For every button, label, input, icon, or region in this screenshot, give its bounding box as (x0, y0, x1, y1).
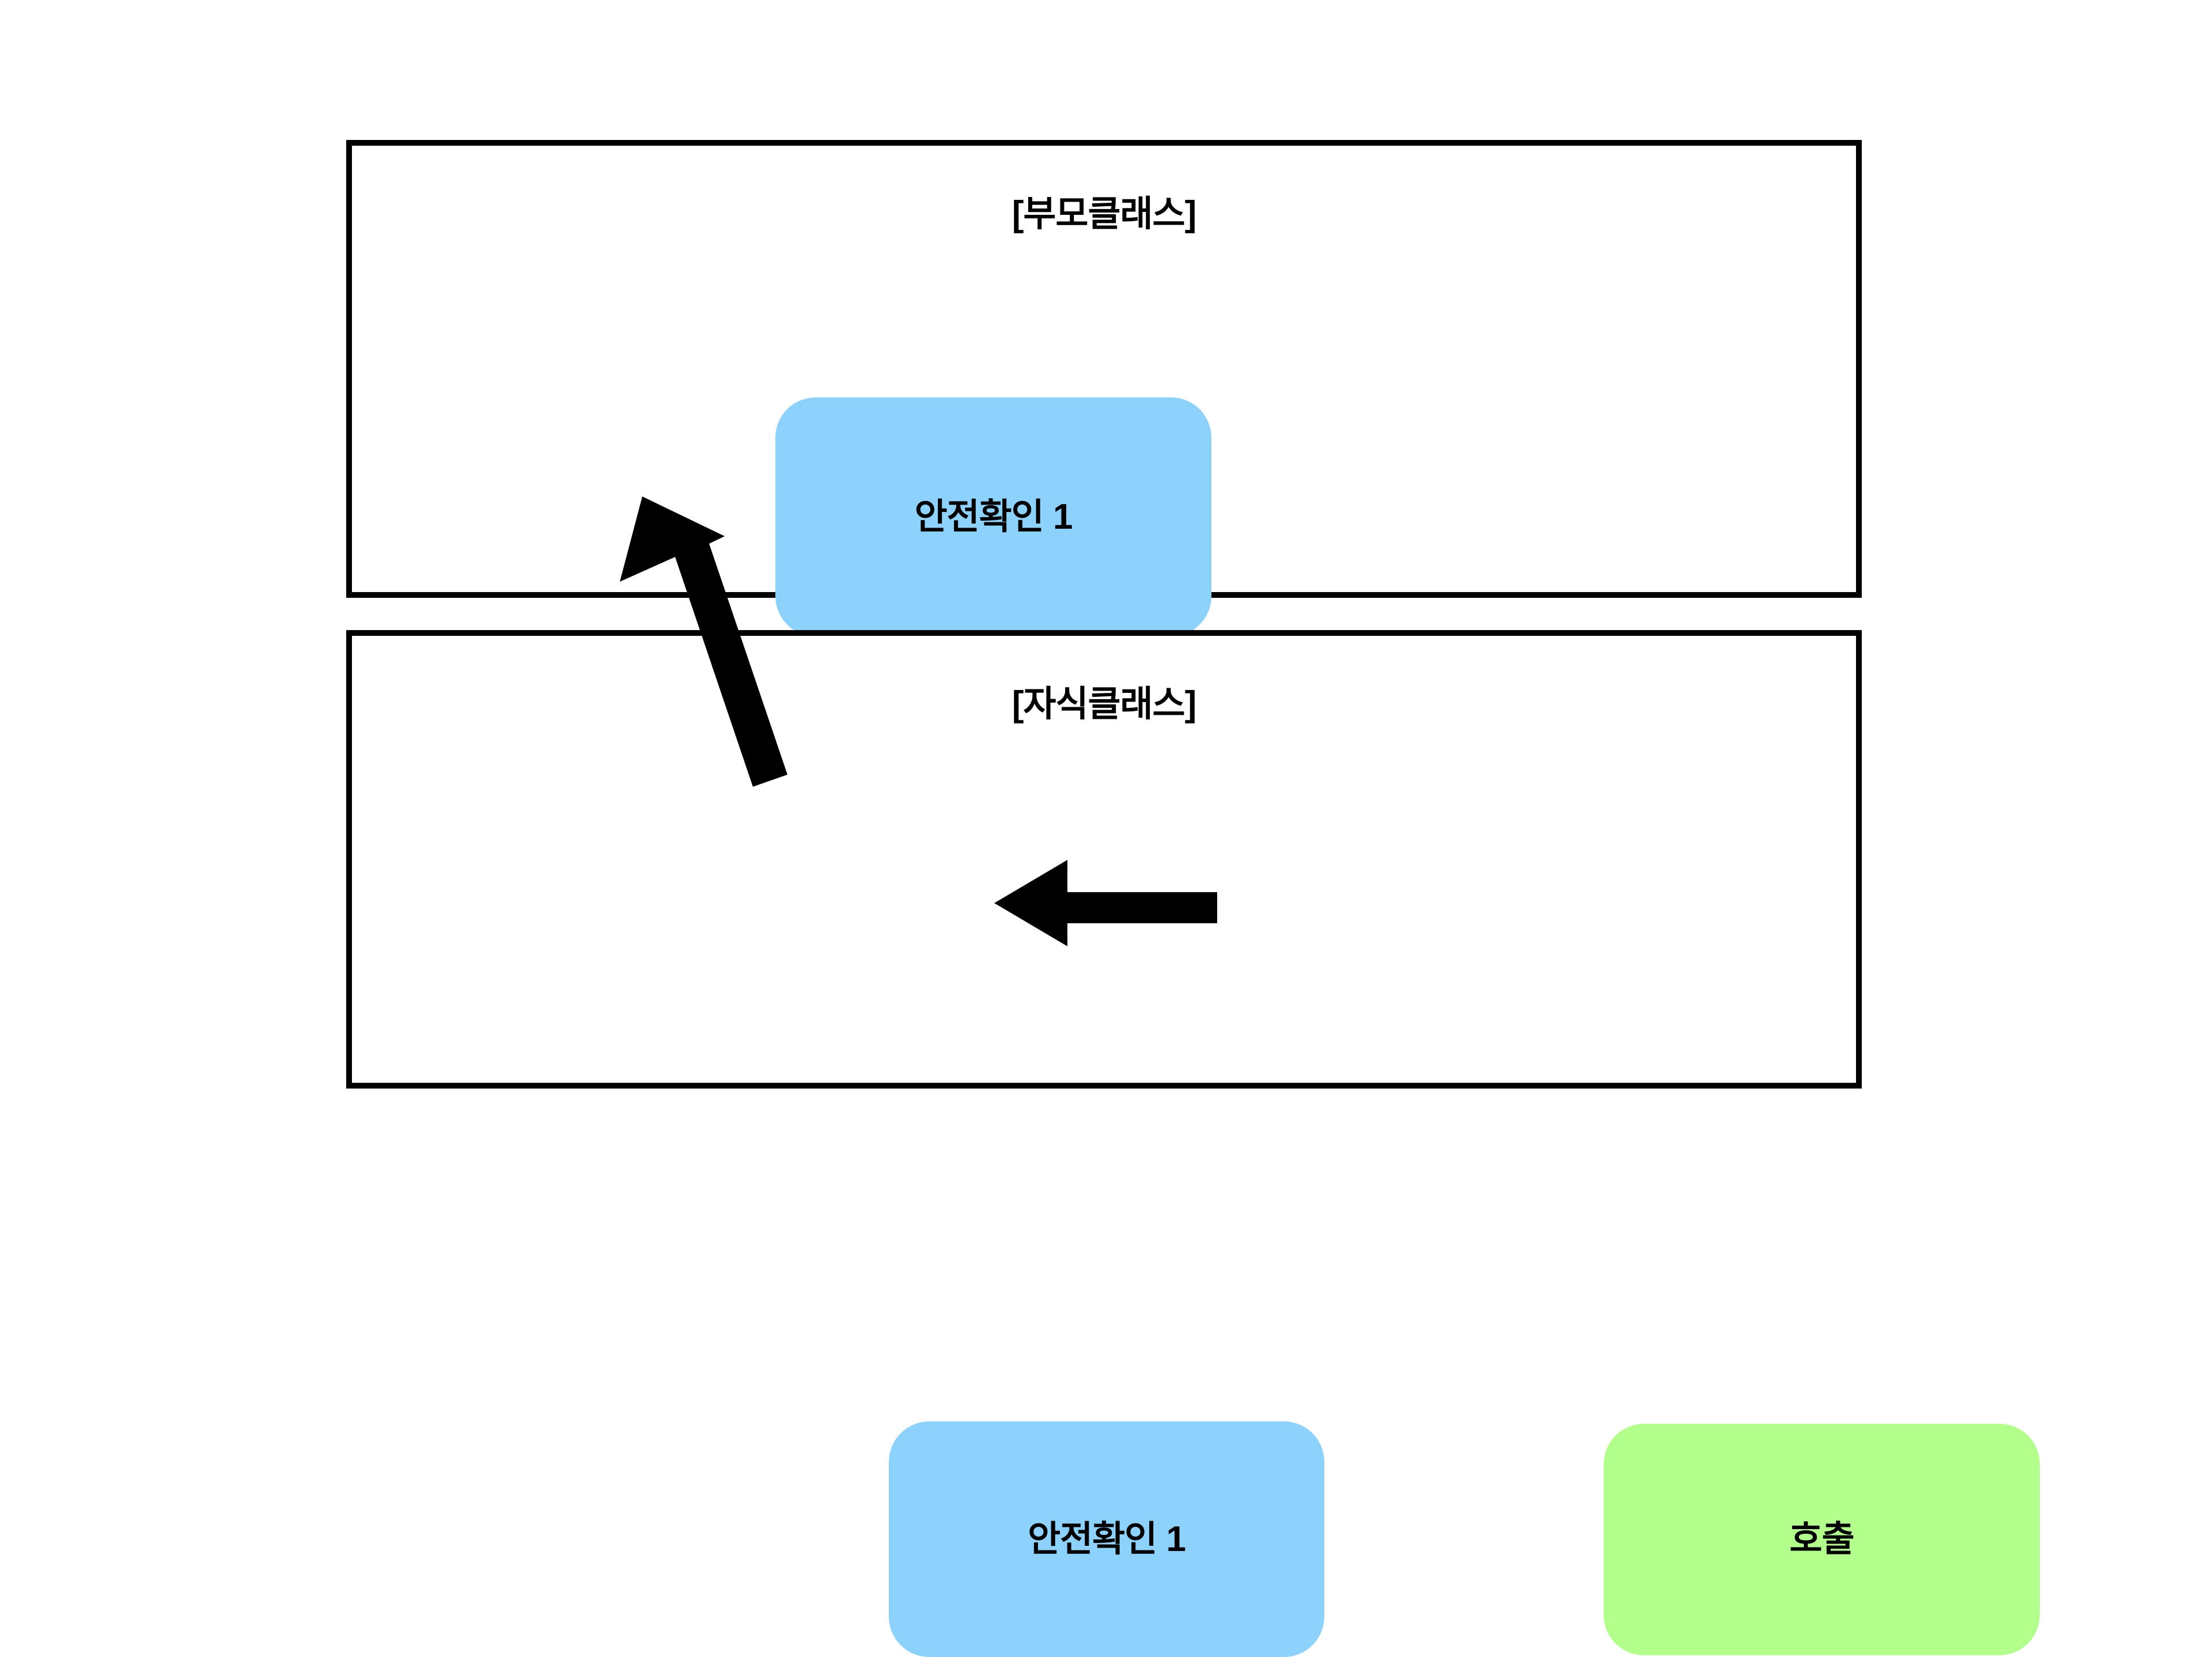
call-label: 호출 (1789, 1519, 1854, 1559)
child-method-label: 안전확인 1 (1028, 1519, 1186, 1559)
child-class-panel: [자식클래스] 안전확인 1 호출 (346, 630, 2040, 1657)
parent-method-label: 안전확인 1 (914, 496, 1073, 537)
diagram-canvas: [부모클래스] 안전확인 1 [자식클래스] 안전확인 1 호출 (346, 140, 2040, 1657)
call-node[interactable]: 호출 (1604, 1424, 2040, 1655)
child-class-title: [자식클래스] (1012, 684, 1197, 724)
child-method-node[interactable]: 안전확인 1 (889, 1421, 1324, 1657)
parent-class-panel: [부모클래스] 안전확인 1 (346, 140, 1862, 636)
parent-class-title: [부모클래스] (1012, 194, 1197, 234)
parent-method-node[interactable]: 안전확인 1 (775, 397, 1211, 636)
